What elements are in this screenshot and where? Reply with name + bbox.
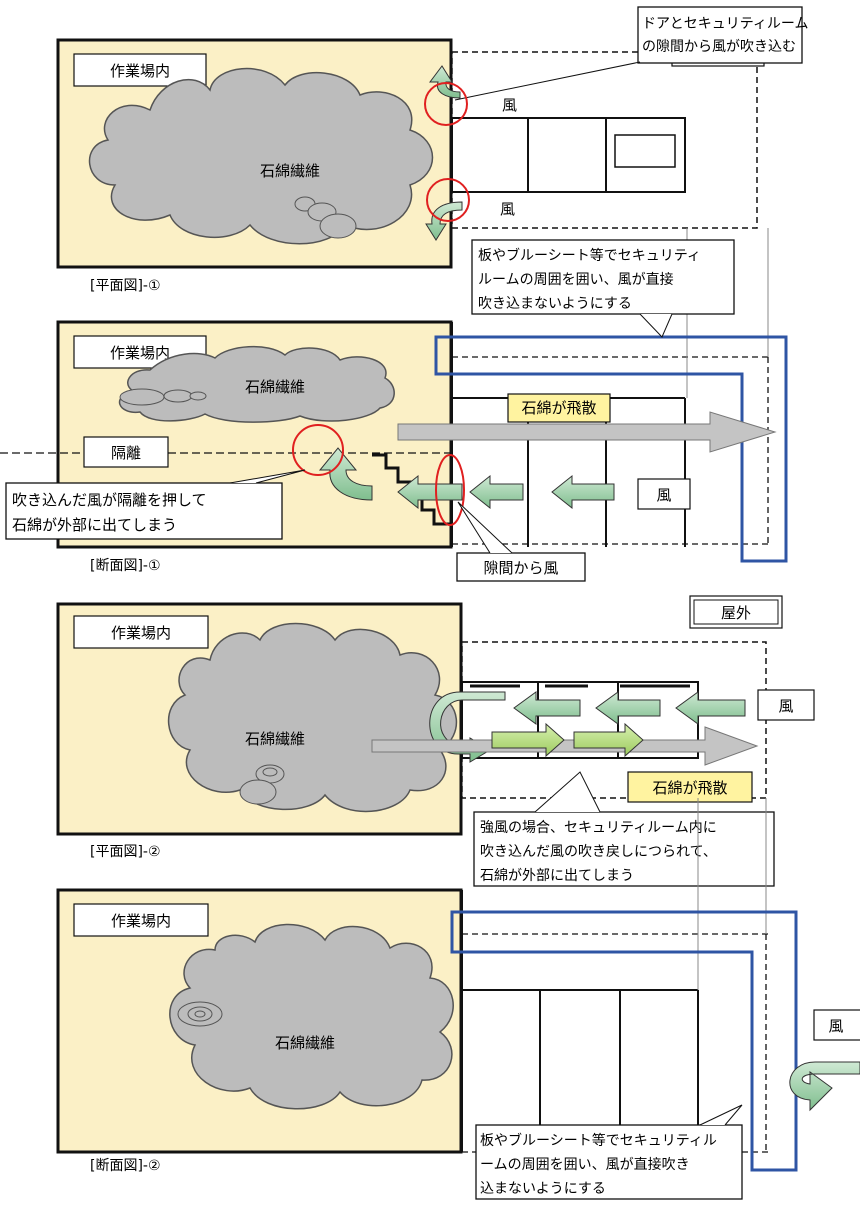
gap-label-box: [456, 552, 586, 582]
note-pointer: [639, 313, 673, 338]
asbestos-cloud-section: [118, 345, 395, 423]
scatter-label-box: [627, 771, 753, 803]
note-callout-line: ルームの周囲を囲い、風が直接: [478, 271, 674, 288]
strong-wind-callout-line: 吹き込んだ風の吹き戻しにつられて、: [480, 844, 717, 860]
fiber-blob: [119, 388, 165, 406]
note-callout-box: [475, 1124, 743, 1200]
scatter-arrow: [397, 411, 777, 453]
fiber-blob: [187, 1006, 213, 1022]
outside-label: 屋外: [721, 604, 751, 622]
note-callout-line: ームの周囲を囲い、風が直接吹き: [480, 1156, 690, 1173]
scatter-arrow: [371, 726, 759, 766]
outside-label-box: [689, 595, 783, 629]
fiber-blob: [177, 1001, 223, 1027]
note-callout-line: 板やブルーシート等でセキュリティル: [480, 1132, 717, 1149]
wind-label-bottom: 風: [500, 200, 515, 218]
fiber-blob: [189, 391, 207, 401]
caption: [断面図]-②: [90, 1158, 161, 1174]
red-circle-bottom: [426, 178, 470, 222]
isolation-label-box: [83, 436, 169, 468]
note-callout-line: 板やブルーシート等でセキュリティ: [478, 247, 701, 264]
asbestos-cloud: [168, 622, 457, 813]
panel-section-1: 作業場内 石綿繊維 隔離 板やブルーシート等でセキュリティ ルームの周囲を囲い、…: [0, 228, 788, 582]
note-callout-line: 込まないようにする: [480, 1181, 606, 1197]
strong-wind-callout-line: 強風の場合、セキュリティルーム内に: [480, 820, 717, 836]
fiber-blob: [239, 779, 277, 805]
work-area-label: 作業場内: [110, 62, 170, 80]
note-pointer: [699, 1104, 743, 1126]
panel-section-2: 作業場内 石綿繊維 風 板やブルーシート等でセキュリティル ームの周囲を囲い、風…: [56, 798, 860, 1200]
fiber-blob: [194, 1010, 206, 1018]
cloud-label: 石綿繊維: [275, 1034, 335, 1052]
wind-arrow: [513, 691, 581, 725]
panel-plan-2: 作業場内 石綿繊維 屋外 風 石綿が飛散 強風の場合、セキュリ: [56, 595, 815, 887]
red-circle-gap: [435, 454, 465, 526]
gap-callout-line: ドアとセキュリティルーム: [642, 16, 808, 32]
return-arrow: [573, 722, 644, 758]
fiber-blob: [319, 213, 357, 239]
wind-arrow: [397, 474, 463, 510]
gap-callout-frame: [637, 6, 803, 64]
push-pointer: [229, 469, 306, 484]
scatter-label-box: [507, 393, 611, 423]
blue-enclosure: [450, 910, 798, 1172]
asbestos-cloud: [88, 67, 434, 245]
push-callout-line: 石綿が外部に出てしまう: [12, 516, 177, 534]
wind-label-box: [757, 689, 815, 721]
work-area-label: 作業場内: [111, 912, 171, 930]
wind-curve-arrow: [318, 447, 373, 501]
gap-callout-line: の隙間から風が吹き込む: [642, 39, 796, 55]
note-callout-line: 吹き込まないようにする: [478, 296, 632, 312]
return-arrow: [491, 722, 565, 758]
work-area-label-box: [73, 615, 209, 649]
work-area-label: 作業場内: [111, 624, 171, 642]
strong-wind-callout-line: 石綿が外部に出てしまう: [480, 868, 634, 884]
caption: [断面図]-①: [90, 558, 161, 574]
wind-arrow-top: [429, 65, 461, 99]
wind-label-box: [813, 1009, 860, 1041]
cloud-label: 石綿繊維: [245, 730, 305, 748]
push-callout-line: 吹き込んだ風が隔離を押して: [12, 491, 207, 509]
strong-wind-callout-box: [473, 811, 775, 887]
cloud-label: 石綿繊維: [260, 162, 320, 180]
work-area-label: 作業場内: [110, 344, 170, 362]
wind-return-arrow: [789, 1061, 860, 1112]
note-callout-box: [471, 239, 735, 315]
wind-arrow-bottom: [425, 201, 463, 241]
scatter-label: 石綿が飛散: [521, 399, 596, 417]
red-circle-top: [424, 82, 468, 126]
wind-arrow: [595, 691, 661, 725]
wind-arrow: [675, 691, 746, 725]
asbestos-cloud: [169, 923, 454, 1110]
wind-label-top: 風: [502, 96, 517, 114]
caption: [平面図]-①: [90, 278, 161, 294]
room-window: [614, 134, 676, 168]
push-callout-box: [5, 482, 283, 540]
caption: [平面図]-②: [90, 844, 161, 860]
gap-pointer: [457, 501, 513, 554]
gap-label: 隙間から風: [483, 559, 558, 577]
isolation-label: 隔離: [111, 444, 141, 462]
fiber-blob: [163, 389, 193, 403]
wind-arrow: [469, 474, 524, 510]
blue-enclosure: [434, 335, 788, 563]
outside-label-inner: [693, 599, 779, 625]
work-area-label-box: [73, 903, 209, 937]
wind-label-box: [637, 478, 691, 510]
callout-pointer: [454, 61, 641, 101]
panel-plan-1: 作業場内 石綿繊維 屋外 ドアとセキュリティルーム の隙間から風が吹き込む 風: [56, 6, 808, 294]
red-circle-isolation: [292, 424, 344, 476]
fiber-blob: [262, 767, 278, 777]
strong-pointer: [534, 771, 601, 813]
wind-label: 風: [656, 486, 671, 504]
scatter-label: 石綿が飛散: [652, 779, 727, 797]
wind-arrow: [551, 474, 615, 510]
wind-label: 風: [828, 1017, 843, 1035]
cloud-label: 石綿繊維: [245, 378, 305, 396]
wind-label: 風: [778, 697, 793, 715]
